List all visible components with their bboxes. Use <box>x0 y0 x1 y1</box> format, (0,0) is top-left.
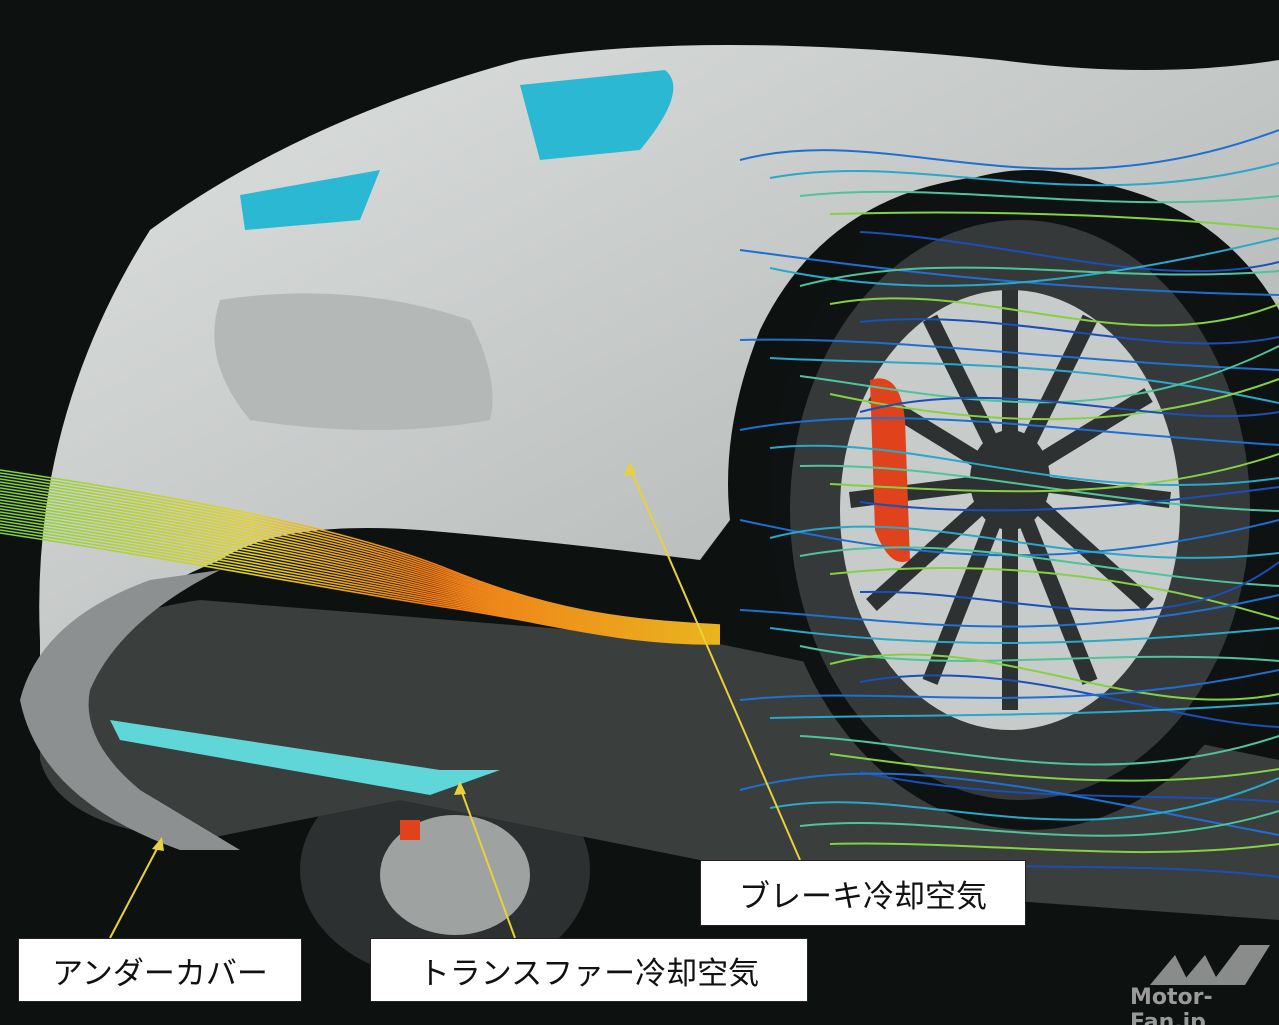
streamline <box>769 702 1279 719</box>
streamline <box>859 771 1279 803</box>
streamline <box>799 735 1279 766</box>
streamline <box>0 514 721 640</box>
underfloor-duct <box>110 720 500 795</box>
streamline <box>859 561 1279 612</box>
brake-caliper <box>870 378 910 562</box>
streamline <box>829 211 1279 230</box>
streamline <box>0 532 721 645</box>
streamline <box>829 753 1279 782</box>
streamline <box>0 496 721 634</box>
streamline <box>0 487 721 632</box>
streamline <box>769 777 1279 821</box>
motor-fan-logo <box>1150 945 1270 985</box>
streamline <box>0 529 721 644</box>
streamline <box>799 464 1279 512</box>
streamline <box>739 772 1279 836</box>
streamline <box>829 566 1279 620</box>
streamline <box>0 505 721 637</box>
hood-duct-2 <box>240 170 380 230</box>
streamline <box>859 231 1279 273</box>
streamline <box>859 318 1279 345</box>
streamline <box>799 546 1279 587</box>
streamline <box>769 444 1279 487</box>
streamline <box>769 525 1279 559</box>
streamline <box>829 453 1279 493</box>
streamline <box>739 249 1279 296</box>
streamline <box>799 190 1279 204</box>
streamline <box>739 669 1279 701</box>
underbody <box>40 600 1279 920</box>
streamline <box>0 481 721 630</box>
streamline <box>0 502 721 636</box>
streamline <box>859 674 1279 728</box>
streamline <box>829 297 1279 327</box>
streamline <box>769 627 1279 644</box>
streamline <box>0 508 721 638</box>
streamline <box>0 520 721 642</box>
streamline <box>799 266 1279 287</box>
streamlines <box>0 129 1279 878</box>
streamline <box>769 162 1279 187</box>
streamline <box>799 345 1279 404</box>
label-brake-cooling-air: ブレーキ冷却空気 <box>700 860 1026 926</box>
streamline <box>799 645 1279 662</box>
front-lip <box>20 570 240 850</box>
streamline <box>739 338 1279 371</box>
streamline <box>739 129 1279 170</box>
streamline <box>0 526 721 643</box>
streamline <box>0 511 721 639</box>
label-transfer-cooling-air: トランスファー冷却空気 <box>370 938 808 1002</box>
streamline <box>0 475 721 628</box>
streamline <box>0 478 721 629</box>
streamline <box>769 357 1279 404</box>
streamline <box>739 519 1279 557</box>
label-under-cover: アンダーカバー <box>18 938 302 1002</box>
streamline <box>859 486 1279 512</box>
streamline <box>739 594 1279 628</box>
streamline <box>0 493 721 633</box>
streamline <box>829 842 1279 854</box>
streamline <box>859 397 1279 418</box>
streamline <box>0 499 721 635</box>
hood-duct-1 <box>520 70 674 160</box>
watermark: Motor-Fan.jp <box>1130 985 1213 1025</box>
streamline <box>0 490 721 633</box>
streamline <box>0 469 721 626</box>
streamline <box>799 810 1279 837</box>
streamline <box>0 517 721 641</box>
streamline <box>829 653 1279 701</box>
leader-lines <box>109 467 801 939</box>
bumper-recess <box>214 293 493 430</box>
streamline <box>0 484 721 631</box>
streamline <box>0 523 721 643</box>
streamline <box>739 417 1279 446</box>
streamline <box>0 472 721 627</box>
